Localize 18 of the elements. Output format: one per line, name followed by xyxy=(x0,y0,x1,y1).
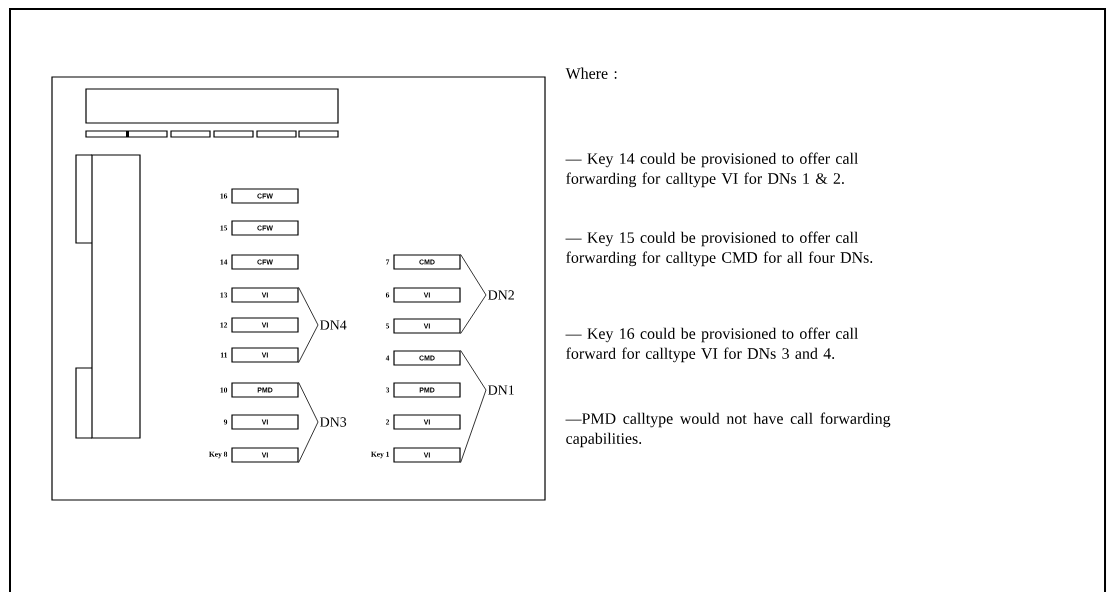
note-paragraph: —PMD calltype would not have call forwarding capabilities. xyxy=(565,412,891,448)
connector-line xyxy=(460,254,487,296)
dn-label: DN4 xyxy=(320,320,347,330)
dn-label: DN2 xyxy=(488,290,514,300)
note-paragraph: — Key 15 could be provisioned to offer call forwarding for calltype CMD for all four DNs. xyxy=(565,231,873,267)
note-paragraph: — Key 16 could be provisioned to offer call forward for calltype VI for DNs 3 and 4. xyxy=(565,327,859,363)
connector-line xyxy=(460,294,487,334)
connector-line xyxy=(460,389,487,463)
dn-label: DN1 xyxy=(488,385,514,395)
connector-line xyxy=(460,350,487,391)
heading-text: Where : xyxy=(565,67,617,79)
dn-label: DN3 xyxy=(320,417,347,427)
connector-line xyxy=(298,382,319,423)
connector-line xyxy=(298,324,319,363)
note-paragraph: — Key 14 could be provisioned to offer call forwarding for calltype VI for DNs 1 & 2. xyxy=(565,152,859,188)
connector-line xyxy=(298,421,319,463)
phone-outline xyxy=(51,76,546,501)
connector-line xyxy=(298,287,319,326)
